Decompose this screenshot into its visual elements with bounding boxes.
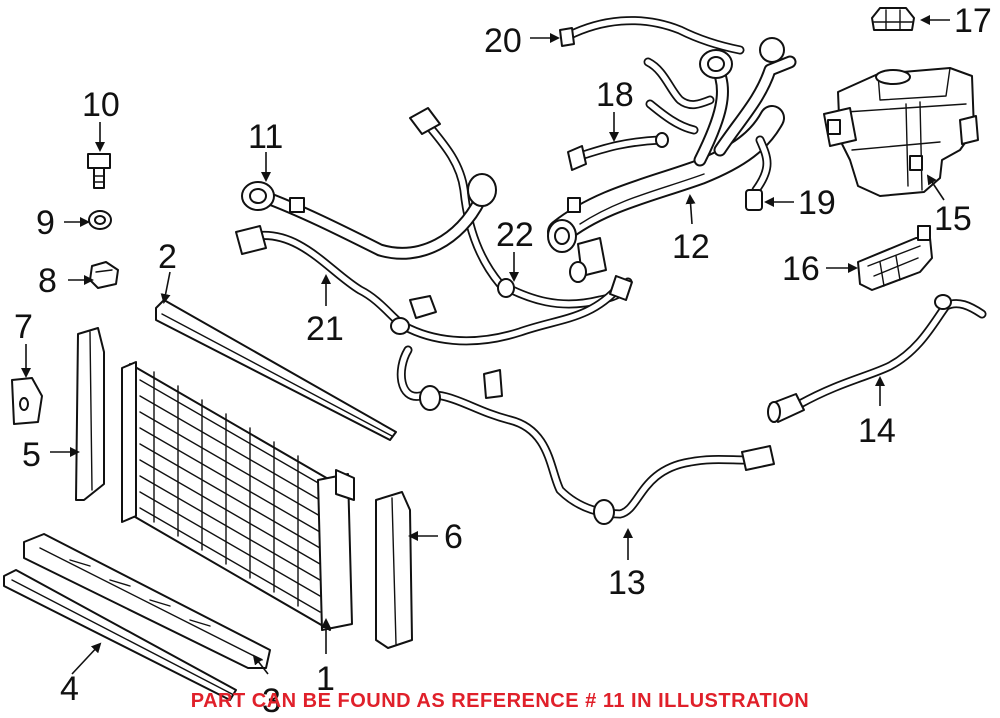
callout-labels: 1 2 3 4 5 6 7 8 9 10 11 12 13 14 15 16 1…: [14, 2, 992, 718]
callout-19: 19: [798, 184, 836, 222]
callout-12: 12: [672, 228, 710, 266]
footer-note: PART CAN BE FOUND AS REFERENCE # 11 IN I…: [191, 690, 810, 712]
part-8-clip: [89, 261, 119, 289]
arrow-4: [71, 642, 102, 675]
part-9-grommet: [88, 210, 112, 230]
part-19-connector: [745, 189, 763, 211]
part-3-lower-deflector: [23, 533, 271, 669]
callout-5: 5: [22, 436, 41, 474]
part-14-hose: [767, 294, 987, 423]
callout-21: 21: [306, 310, 344, 348]
callout-11: 11: [248, 118, 283, 156]
callout-arrows: [21, 15, 950, 675]
callout-15: 15: [934, 200, 972, 238]
part-11-upper-hose: [241, 173, 497, 260]
part-13-lower-hose: [396, 345, 775, 525]
callout-14: 14: [858, 412, 896, 450]
part-10-bolt: [87, 153, 111, 189]
part-17-cap: [871, 7, 915, 31]
part-21-lower-hose: [235, 225, 633, 346]
part-4-lower-seal: [3, 569, 237, 701]
callout-17: 17: [954, 2, 992, 40]
callout-20: 20: [484, 22, 522, 60]
part-12-hose-assembly: [547, 37, 797, 283]
part-1-radiator: [121, 361, 355, 631]
callout-16: 16: [782, 250, 820, 288]
part-20-line: [559, 16, 745, 135]
callout-2: 2: [158, 238, 177, 276]
arrow-2: [160, 271, 171, 304]
arrow-3: [252, 654, 269, 675]
callout-18: 18: [596, 76, 634, 114]
part-6-right-panel: [375, 491, 413, 649]
part-16-bracket: [857, 225, 933, 291]
callout-4: 4: [60, 670, 79, 708]
callout-9: 9: [36, 204, 55, 242]
callout-13: 13: [608, 564, 646, 602]
callout-6: 6: [444, 518, 463, 556]
callout-22: 22: [496, 216, 534, 254]
callout-3: 3: [262, 682, 281, 718]
callout-7: 7: [14, 308, 33, 346]
callout-1: 1: [316, 660, 335, 698]
part-5-left-panel: [75, 327, 105, 501]
arrow-15: [926, 174, 945, 201]
callout-10: 10: [82, 86, 120, 124]
callout-8: 8: [38, 262, 57, 300]
arrow-12: [685, 194, 696, 225]
part-15-expansion-tank: [823, 67, 979, 197]
part-7-bracket: [11, 377, 43, 425]
part-18-small-hose: [567, 132, 669, 171]
